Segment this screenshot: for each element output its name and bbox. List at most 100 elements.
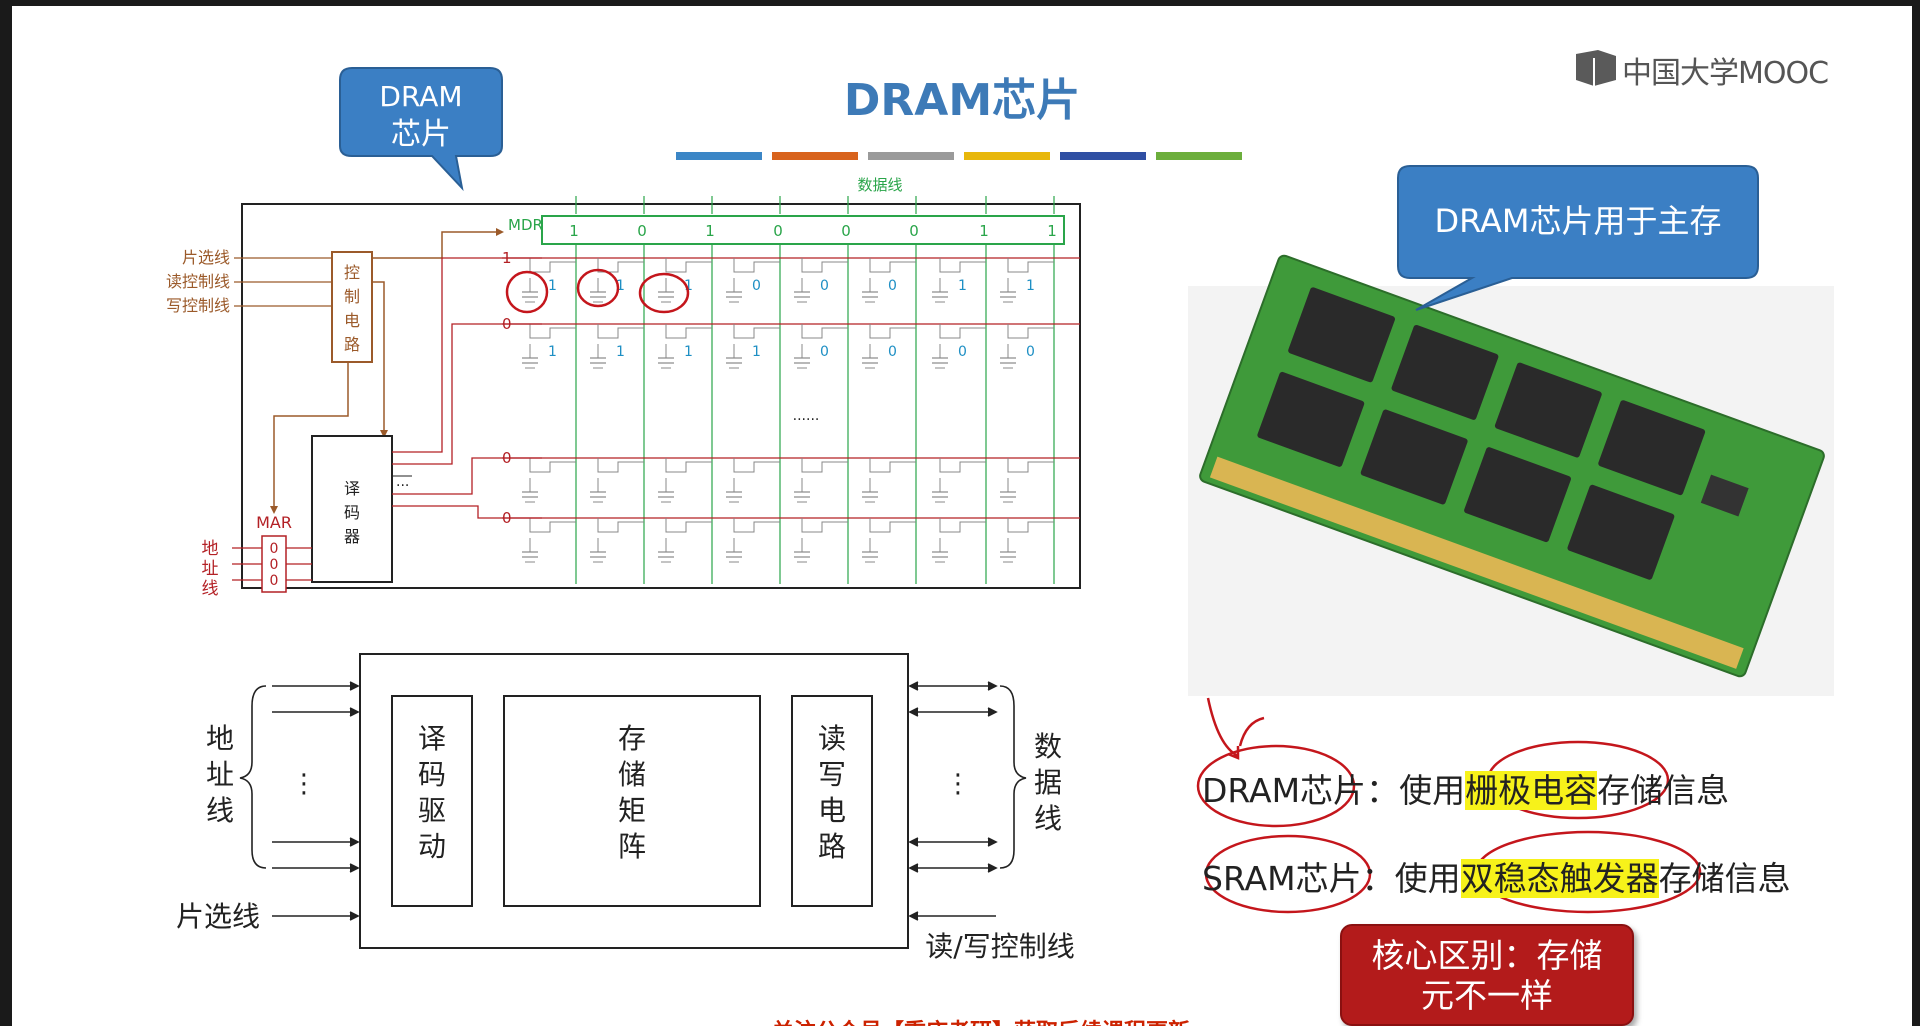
decode-drive-char: 码 (418, 758, 446, 791)
dram-sep: ：使用 (1366, 771, 1466, 810)
mdr-bit: 1 (1047, 222, 1057, 240)
decoder (311, 435, 393, 583)
decoder-label-char: 译 (344, 479, 360, 498)
block-address-char: 线 (206, 794, 234, 827)
mdr-bit: 0 (841, 222, 851, 240)
rw-circuit-char: 读 (818, 722, 846, 755)
annotation-circle-1 (505, 270, 549, 314)
cell-bit: 1 (616, 344, 625, 360)
control-circuit (331, 251, 373, 363)
address-label-char: 址 (202, 559, 219, 579)
cell-bit: 0 (958, 344, 967, 360)
key-difference-box: 核心区别：存储 元不一样 (1340, 924, 1634, 1026)
color-bar-segment (868, 152, 954, 160)
footer-note: 关注公众号【重庆考研】获取后续课程更新 (772, 1014, 1190, 1026)
control-label-char: 制 (344, 287, 360, 306)
cell-bit: 1 (752, 344, 761, 360)
rw-circuit-char: 写 (818, 758, 846, 791)
rows-ellipsis: ...... (793, 408, 820, 424)
memory-callout: DRAM芯片用于主存 (1397, 165, 1759, 311)
cell-bit: 1 (958, 278, 967, 294)
storage-matrix-box (503, 695, 761, 907)
mar-bit: 0 (270, 573, 279, 589)
address-label-char: 线 (202, 579, 219, 599)
color-bar-segment (772, 152, 858, 160)
control-label-char: 电 (344, 311, 360, 330)
addr-dots: ⋮ (291, 769, 317, 799)
mar-bit: 0 (270, 541, 279, 557)
sram-highlight: 双稳态触发器 (1460, 859, 1659, 898)
mar-label: MAR (256, 513, 292, 532)
address-label-char: 地 (202, 539, 219, 559)
block-data-char: 数 (1034, 730, 1062, 763)
logo-text: 中国大学MOOC (1622, 56, 1829, 91)
chip-callout-line2: 芯片 (391, 117, 451, 152)
cell-bit: 1 (616, 278, 625, 294)
storage-matrix-char: 阵 (618, 830, 646, 863)
control-label-char: 路 (344, 335, 360, 354)
mdr-bit: 0 (773, 222, 783, 240)
slide-title: DRAM芯片 (843, 75, 1081, 126)
cell-bit: 0 (888, 344, 897, 360)
chip-select-label: 片选线 (176, 900, 260, 933)
memory-callout-text: DRAM芯片用于主存 (1434, 202, 1721, 240)
mdr-label: MDR (508, 216, 543, 234)
data-line-label: 数据线 (857, 176, 902, 194)
mdr-bit: 0 (909, 222, 919, 240)
mooc-logo-icon (1576, 50, 1616, 86)
block-address-char: 址 (206, 758, 234, 791)
cell-bit: 0 (752, 278, 761, 294)
dram-highlight: 栅极电容 (1465, 771, 1598, 810)
control-input-label: 读控制线 (166, 272, 230, 291)
chip-callout: DRAM 芯片 (339, 67, 503, 192)
storage-matrix-char: 矩 (618, 794, 646, 827)
rw-circuit-char: 电 (818, 794, 846, 827)
decoder-label-char: 器 (344, 527, 360, 546)
control-input-label: 片选线 (182, 248, 230, 267)
annotation-circle-2 (576, 268, 620, 308)
cell-bit: 1 (548, 278, 557, 294)
color-bar-segment (1156, 152, 1242, 160)
rw-circuit-box (791, 695, 873, 907)
data-dots: ⋮ (945, 769, 971, 799)
mdr-bit: 0 (637, 222, 647, 240)
color-bar-segment (676, 152, 762, 160)
decode-drive-char: 译 (418, 722, 446, 755)
rw-control-label: 读/写控制线 (925, 930, 1074, 963)
decode-drive-char: 驱 (418, 794, 446, 827)
block-data-char: 据 (1034, 766, 1062, 799)
cell-bit: 1 (684, 278, 693, 294)
dram-name: DRAM芯片 (1202, 771, 1367, 810)
decoder-ellipsis: ... (396, 474, 409, 490)
color-bar-segment (1060, 152, 1146, 160)
decoder-label-char: 码 (344, 503, 360, 522)
block-address-char: 地 (206, 722, 234, 755)
mdr-bit: 1 (569, 222, 579, 240)
color-bar (676, 152, 1242, 160)
cell-bit: 1 (548, 344, 557, 360)
key-line1: 核心区别：存储 (1371, 936, 1603, 975)
decode-drive-char: 动 (418, 830, 446, 863)
annotation-circle-3 (638, 272, 690, 314)
mdr-bit: 1 (979, 222, 989, 240)
cell-bit: 1 (1026, 278, 1035, 294)
storage-matrix-char: 储 (618, 758, 646, 791)
sram-tail: 存储信息 (1658, 859, 1791, 898)
mar-register (261, 535, 287, 593)
decode-drive-box (391, 695, 473, 907)
mdr-bit: 1 (705, 222, 715, 240)
storage-matrix-char: 存 (618, 722, 646, 755)
dram-tail: 存储信息 (1597, 771, 1730, 810)
ram-module-image (1188, 254, 1834, 696)
cell-bit: 0 (820, 278, 829, 294)
sram-name: SRAM芯片 (1202, 859, 1362, 898)
control-input-label: 写控制线 (166, 296, 230, 315)
cell-bit: 0 (888, 278, 897, 294)
key-line2: 元不一样 (1421, 976, 1553, 1015)
sram-sep: ：使用 (1361, 859, 1461, 898)
cell-bit: 0 (1026, 344, 1035, 360)
